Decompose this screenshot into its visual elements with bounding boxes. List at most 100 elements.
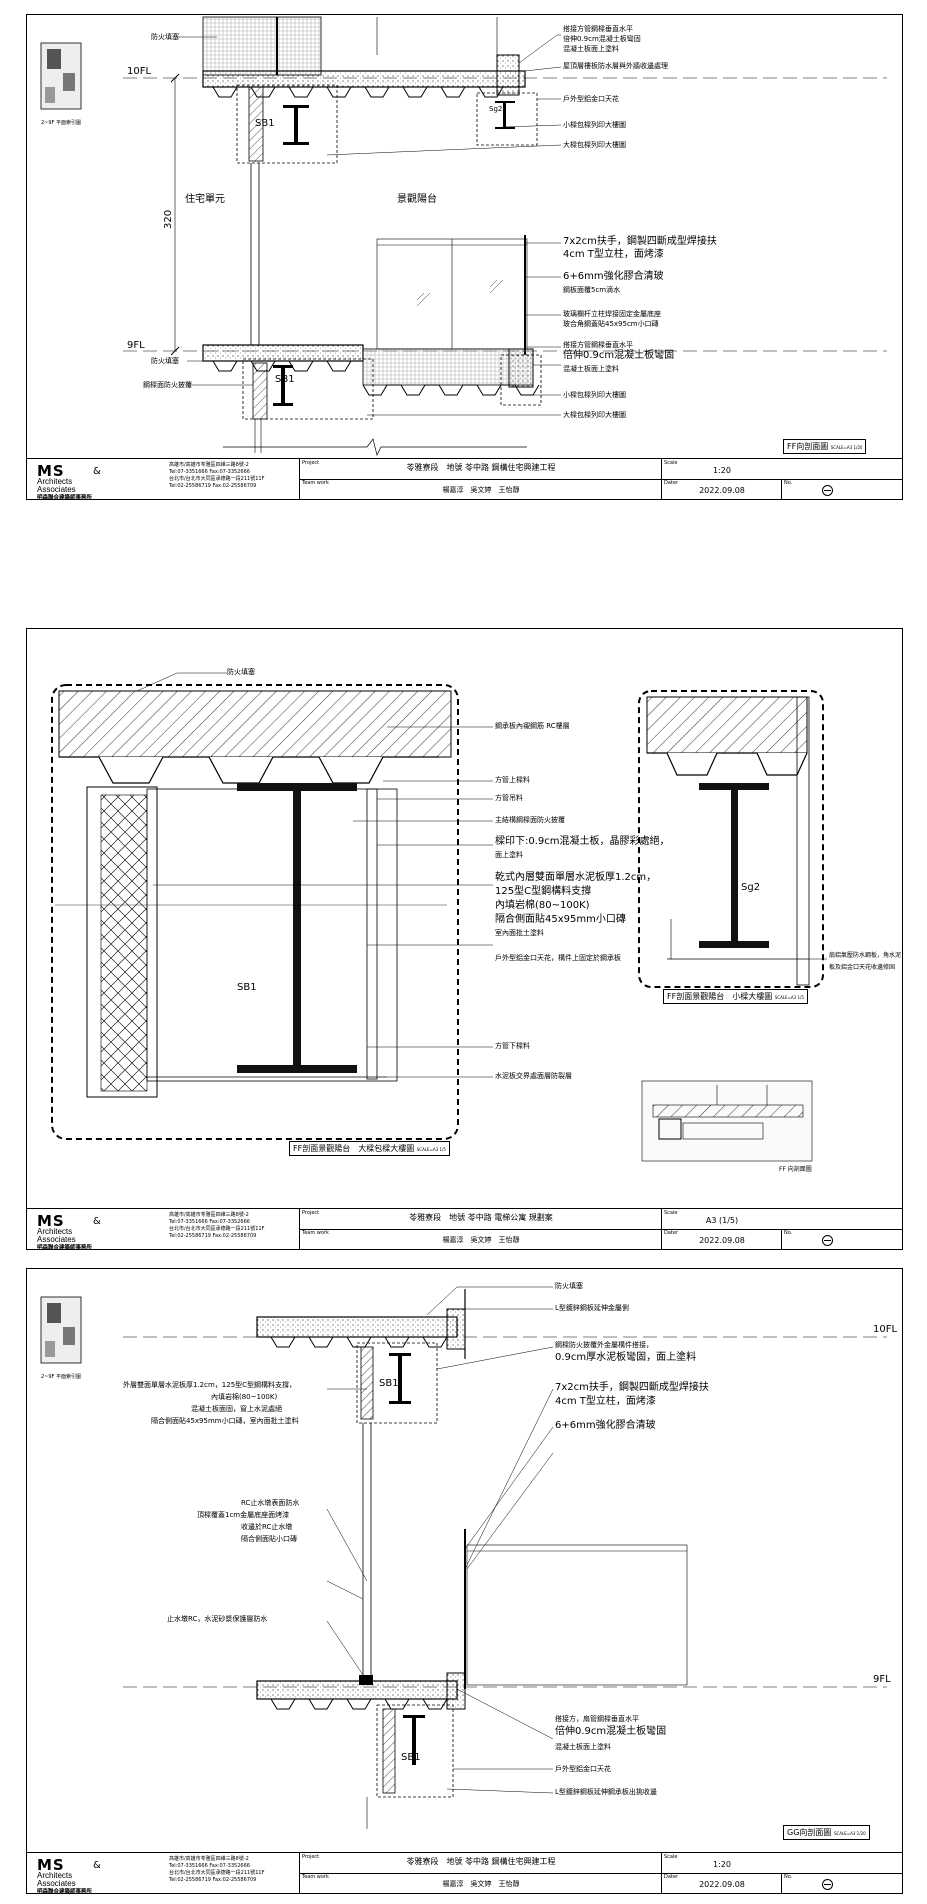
detail-tag-1: FF剖面景觀陽台 大樑包樑大樓圖 SCALE=A3 1/5 bbox=[289, 1141, 450, 1156]
project-name: 苓雅寮段 地號 苓中路 鋼構住宅興建工程 bbox=[406, 1857, 556, 1866]
note-r11: L型鍍鋅鋼板延伸鋼承板出挑收邊 bbox=[555, 1788, 657, 1796]
logo-chinese: 明森聯合建築師事務所 bbox=[37, 495, 93, 501]
drawing-tag-title: 向剖面圖 bbox=[799, 1828, 832, 1837]
logo-line-1: Architects bbox=[37, 477, 73, 486]
note-m3: 主結構鋼樑面防火披覆 bbox=[495, 816, 565, 824]
note-m8: 內填岩棉(80~100K) bbox=[495, 900, 590, 911]
level-tag-bottom: 9FL bbox=[127, 340, 145, 351]
note-r11: 玻璃欄杆立柱焊接固定金屬底座 bbox=[563, 310, 661, 318]
level-tag-top: 10FL bbox=[127, 66, 152, 77]
note-r0: 防火填塞 bbox=[555, 1282, 583, 1290]
logo-line-1: Architects bbox=[37, 1871, 73, 1880]
team-names: 楊嘉淳 吳文婷 王怡靜 bbox=[442, 1236, 520, 1244]
logo-ms: MS bbox=[37, 1212, 65, 1230]
note-m13: 水泥板交界處面層防裂層 bbox=[495, 1072, 572, 1080]
section-drawing-3 bbox=[123, 1286, 887, 1829]
note-l5: 頂樑覆蓋1cm金屬底座面烤漆 bbox=[197, 1511, 290, 1519]
note-m10: 室內面批土塗料 bbox=[495, 929, 544, 937]
key-plan-3 bbox=[37, 1293, 85, 1369]
note-l1: 內填岩棉(80~100K) bbox=[211, 1393, 278, 1401]
note-r5: 4cm T型立柱，面烤漆 bbox=[555, 1396, 656, 1407]
detail-tag-1-title: 剖面景觀陽台 大樑包樑大樓圖 bbox=[302, 1144, 415, 1153]
room-label-residential: 住宅單元 bbox=[185, 194, 225, 205]
team-label: Team work bbox=[302, 480, 329, 486]
note-r2: 混凝土板面上塗料 bbox=[563, 45, 619, 53]
project-label: Project bbox=[302, 1854, 320, 1860]
addr-line: 高雄市/高雄市苓雅區四維三路8號-2 bbox=[169, 1856, 249, 1862]
logo-line-2: Associates bbox=[37, 1235, 76, 1244]
office-address: 高雄市/高雄市苓雅區四維三路8號-2 Tel:07-3351666 Fax:07… bbox=[169, 1856, 297, 1884]
note-r1: L型鍍鋅鋼板延伸金屬側 bbox=[555, 1304, 629, 1312]
north-symbol bbox=[822, 485, 833, 496]
project-label: Project bbox=[302, 1210, 320, 1216]
note-r6: 大樑包樑列印大樓圖 bbox=[563, 141, 626, 149]
note-r4: 戶外型鋁金口天花 bbox=[563, 95, 619, 103]
addr-line: Tel:02-25586719 Fax:02-25586709 bbox=[169, 483, 257, 489]
dimension-label: 320 bbox=[163, 209, 174, 229]
note-d2-r1: 板及鋁金口天花收邊修固 bbox=[829, 964, 896, 971]
addr-line: 高雄市/高雄市苓雅區四維三路8號-2 bbox=[169, 462, 249, 468]
addr-line: Tel:07-3351666 Fax:07-3352666 bbox=[169, 469, 250, 475]
reference-caption: FF 向剖面圖 bbox=[779, 1166, 812, 1173]
logo-line-1: Architects bbox=[37, 1227, 73, 1236]
beam-label-sb1-lower: SB1 bbox=[401, 1752, 421, 1763]
note-r3: 0.9cm厚水泥板彎固，面上塗料 bbox=[555, 1352, 697, 1363]
team-names: 楊嘉淳 吳文婷 王怡靜 bbox=[442, 486, 520, 494]
note-r16: 小樑包樑列印大樓圖 bbox=[563, 391, 626, 399]
addr-line: Tel:07-3351666 Fax:07-3352666 bbox=[169, 1219, 250, 1225]
logo-amp: & bbox=[93, 466, 101, 477]
note-m2: 方管吊料 bbox=[495, 794, 523, 802]
addr-line: 台北市/台北市大同區承德路一段211號11F bbox=[169, 1870, 265, 1876]
drawing-tag-scale: SCALE=A3 1/20 bbox=[833, 1831, 866, 1836]
office-address: 高雄市/高雄市苓雅區四維三路8號-2 Tel:07-3351666 Fax:07… bbox=[169, 1212, 297, 1240]
note-r3: 屋頂層樓板防水層與外牆收邊處理 bbox=[563, 62, 668, 70]
note-m12: 方管下樑料 bbox=[495, 1042, 530, 1050]
note-r10: 戶外型鋁金口天花 bbox=[555, 1765, 611, 1773]
note-r14: 倍伸0.9cm混凝土板彎固 bbox=[563, 350, 675, 361]
date-label: Dater bbox=[664, 1230, 679, 1236]
logo-chinese: 明森聯合建築師事務所 bbox=[37, 1889, 93, 1895]
detail-drawing-2 bbox=[51, 672, 827, 1162]
note-r12: 玻合角鋼蓋貼45x95cm小口磚 bbox=[563, 320, 659, 328]
addr-line: Tel:02-25586719 Fax:02-25586709 bbox=[169, 1877, 257, 1883]
project-label: Project bbox=[302, 460, 320, 466]
level-tag-bottom: 9FL bbox=[873, 1674, 891, 1685]
logo-line-2: Associates bbox=[37, 485, 76, 494]
logo-line-2: Associates bbox=[37, 1879, 76, 1888]
project-name: 苓雅寮段 地號 苓中路 鋼構住宅興建工程 bbox=[406, 463, 556, 472]
no-label: No. bbox=[784, 1874, 793, 1880]
logo-ms: MS bbox=[37, 462, 65, 480]
beam-label-sb1: SB1 bbox=[379, 1378, 399, 1389]
detail-tag-1-code: FF bbox=[293, 1144, 303, 1153]
addr-line: Tel:07-3351666 Fax:07-3352666 bbox=[169, 1863, 250, 1869]
addr-line: 高雄市/高雄市苓雅區四維三路8號-2 bbox=[169, 1212, 249, 1218]
detail-tag-1-scale: SCALE=A3 1/5 bbox=[416, 1147, 446, 1152]
note-fire-stop: 防火填塞 bbox=[151, 33, 179, 41]
date-value: 2022.09.08 bbox=[699, 486, 745, 495]
note-m4: 樑印下:0.9cm混凝土板，晶膠彩處絕， bbox=[495, 836, 670, 847]
north-symbol bbox=[822, 1235, 833, 1246]
note-l4: RC止水墩表面防水 bbox=[241, 1499, 300, 1507]
note-r4: 7x2cm扶手，鋼製四斷成型焊接扶 bbox=[555, 1382, 709, 1393]
beam-label-sb1: SB1 bbox=[255, 118, 275, 129]
scale-label: Scale bbox=[664, 1210, 678, 1216]
beam-label-sg2: Sg2 bbox=[489, 105, 503, 113]
note-m5: 面上塗料 bbox=[495, 851, 523, 859]
team-names: 楊嘉淳 吳文婷 王怡靜 bbox=[442, 1880, 520, 1888]
note-r17: 大樑包樑列印大樓圖 bbox=[563, 411, 626, 419]
no-label: No. bbox=[784, 480, 793, 486]
project-name: 苓雅寮段 地號 苓中路 電梯公寓 規劃案 bbox=[409, 1213, 553, 1222]
note-r13: 搭接方管鋼樑垂直水平 bbox=[563, 341, 633, 349]
note-r7: 7x2cm扶手，鋼製四斷成型焊接扶 bbox=[563, 236, 717, 247]
drawing-tag-title: 向剖面圖 bbox=[796, 442, 829, 451]
drawing-tag-code: GG bbox=[787, 1828, 800, 1837]
note-m0: 鋼承板內襯鋼筋 RC樓層 bbox=[495, 722, 570, 730]
note-m9: 隔合側面貼45x95mm小口磚 bbox=[495, 914, 626, 925]
detail-tag-2-code: FF bbox=[667, 992, 677, 1001]
addr-line: 台北市/台北市大同區承德路一段211號11F bbox=[169, 476, 265, 482]
scale-value: 1:20 bbox=[713, 466, 731, 475]
